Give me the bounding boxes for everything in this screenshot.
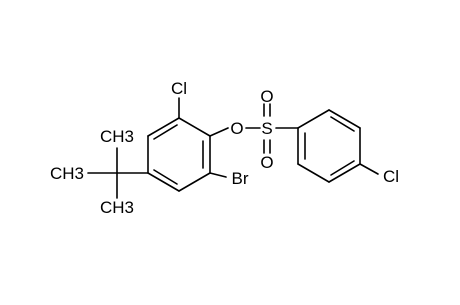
bond [178,172,211,192]
bond [328,163,361,183]
double-bond-inner [330,160,355,176]
bond [328,109,361,129]
phenyl-ring-right [297,109,361,183]
bond-c-cl [359,163,379,175]
atom-label-o-bottom: O [260,153,273,172]
atom-label-ch3-left: CH3 [50,164,84,183]
sulfonyl-double-bonds [263,103,271,154]
bond [147,117,180,137]
double-bond-inner [330,116,355,132]
atom-label-cl-top: Cl [171,79,187,98]
double-bond-inner [153,169,178,185]
bond-c-br [209,172,227,178]
bond [178,117,211,137]
atom-label-ch3-top: CH3 [100,127,134,146]
atom-label-o: O [230,119,243,138]
atom-label-ch3-bottom: CH3 [100,198,134,217]
tert-butyl-group [87,147,149,199]
bond-c-o [209,127,229,137]
bond [147,172,180,192]
atom-label-s: S [261,119,272,138]
atom-label-cl-right: Cl [383,167,399,186]
atom-label-br: Br [232,169,249,188]
bond [297,163,330,183]
double-bond-inner [153,124,178,140]
phenyl-ring-left [147,117,211,192]
atom-label-o-top: O [260,87,273,106]
bond [297,109,330,129]
